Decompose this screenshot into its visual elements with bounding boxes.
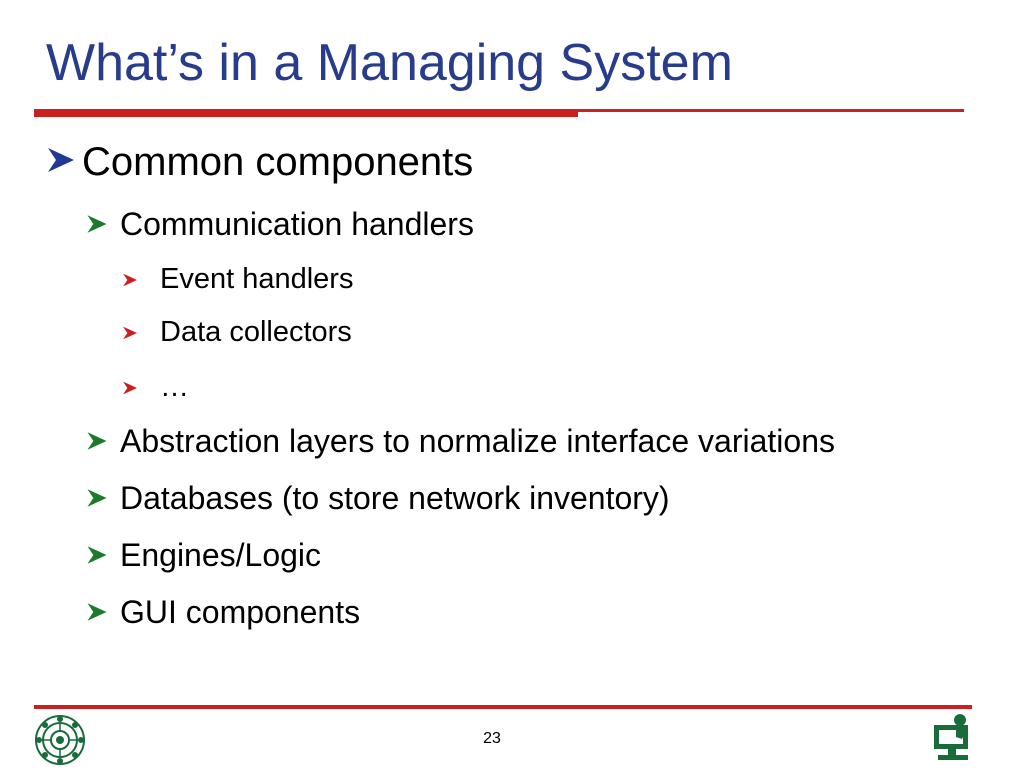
arrowhead-bullet-icon: [86, 206, 120, 243]
page-number: 23: [483, 730, 501, 747]
bullet-item-communication-handlers: Communication handlers: [86, 201, 474, 247]
bullet-text: Event handlers: [160, 262, 354, 295]
footer-rule: [34, 705, 972, 709]
arrowhead-bullet-icon: [122, 316, 160, 349]
university-emblem-icon: [33, 713, 87, 767]
bullet-text: Data collectors: [160, 315, 352, 348]
bullet-item-ellipsis: …: [122, 366, 189, 408]
arrowhead-bullet-icon: [86, 423, 120, 460]
slide-title: What’s in a Managing System: [46, 34, 733, 92]
arrowhead-bullet-icon: [122, 263, 160, 296]
bullet-text: Databases (to store network inventory): [120, 479, 670, 516]
bullet-text: Engines/Logic: [120, 536, 322, 573]
bullet-text: …: [160, 370, 189, 403]
bullet-item-databases: Databases (to store network inventory): [86, 475, 670, 521]
bullet-text: GUI components: [120, 593, 361, 630]
bullet-item-gui-components: GUI components: [86, 589, 360, 635]
bullet-text: Communication handlers: [120, 205, 474, 242]
bullet-item-data-collectors: Data collectors: [122, 311, 352, 353]
title-underline-accent: [34, 109, 578, 117]
bullet-item-event-handlers: Event handlers: [122, 258, 353, 300]
arrowhead-bullet-icon: [46, 140, 82, 185]
arrowhead-bullet-icon: [86, 594, 120, 631]
arrowhead-bullet-icon: [122, 371, 160, 404]
bullet-text: Common components: [82, 139, 474, 184]
bullet-item-common-components: Common components: [46, 134, 473, 190]
bullet-item-engines-logic: Engines/Logic: [86, 532, 321, 578]
computer-user-icon: [930, 711, 978, 765]
arrowhead-bullet-icon: [86, 537, 120, 574]
bullet-text: Abstraction layers to normalize interfac…: [120, 422, 835, 459]
bullet-item-abstraction-layers: Abstraction layers to normalize interfac…: [86, 418, 835, 464]
arrowhead-bullet-icon: [86, 480, 120, 517]
